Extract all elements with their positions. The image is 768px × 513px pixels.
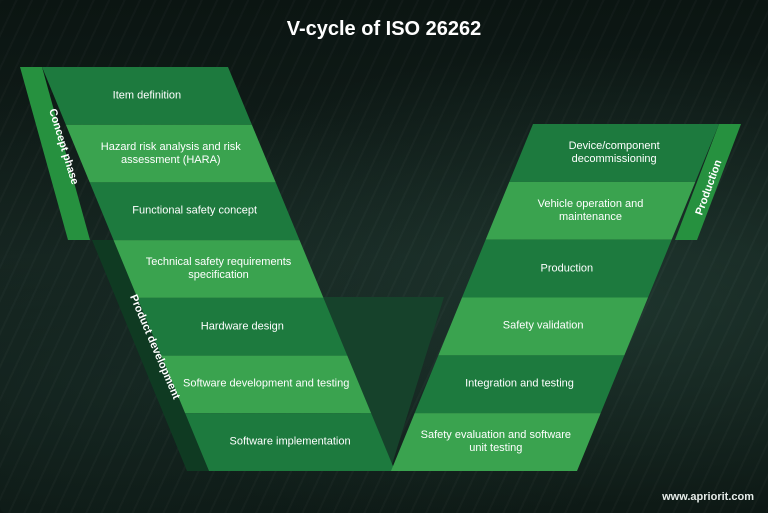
- right-step-row: [462, 239, 672, 298]
- left-step-label: Hazard risk analysis and risk assessment…: [100, 140, 241, 166]
- right-step-label: Safety validation: [502, 319, 584, 332]
- left-step-label: Hardware design: [200, 320, 284, 333]
- right-step-row: [485, 181, 696, 240]
- right-step-row: [509, 124, 719, 182]
- concept-phase-band: [20, 67, 90, 240]
- left-step-label: Software development and testing: [183, 377, 350, 390]
- left-step-row: [42, 67, 252, 125]
- production-band: [675, 124, 741, 240]
- right-step-label: Production: [540, 262, 594, 275]
- left-step-label: Item definition: [112, 89, 182, 102]
- right-step-row: [391, 413, 601, 471]
- right-step-label: Safety evaluation and software unit test…: [420, 429, 572, 455]
- right-step-row: [414, 355, 625, 414]
- page-title: V-cycle of ISO 26262: [286, 18, 482, 40]
- left-step-label: Functional safety concept: [132, 204, 258, 217]
- left-step-row: [185, 413, 395, 471]
- watermark: www.apriorit.com: [662, 491, 754, 503]
- right-step-label: Vehicle operation and maintenance: [537, 197, 644, 223]
- left-step-row: [161, 355, 372, 414]
- product-development-band: [92, 240, 209, 471]
- left-step-row: [113, 240, 324, 298]
- left-step-row: [137, 297, 348, 356]
- v-center-shadow: [322, 297, 444, 471]
- left-step-label: Software implementation: [229, 435, 351, 448]
- left-step-row: [65, 124, 276, 183]
- right-step-row: [438, 297, 648, 356]
- right-step-label: Device/component decommissioning: [568, 139, 660, 165]
- left-step-row: [89, 182, 300, 241]
- right-step-label: Integration and testing: [465, 377, 574, 390]
- left-step-label: Technical safety requirements specificat…: [145, 256, 292, 281]
